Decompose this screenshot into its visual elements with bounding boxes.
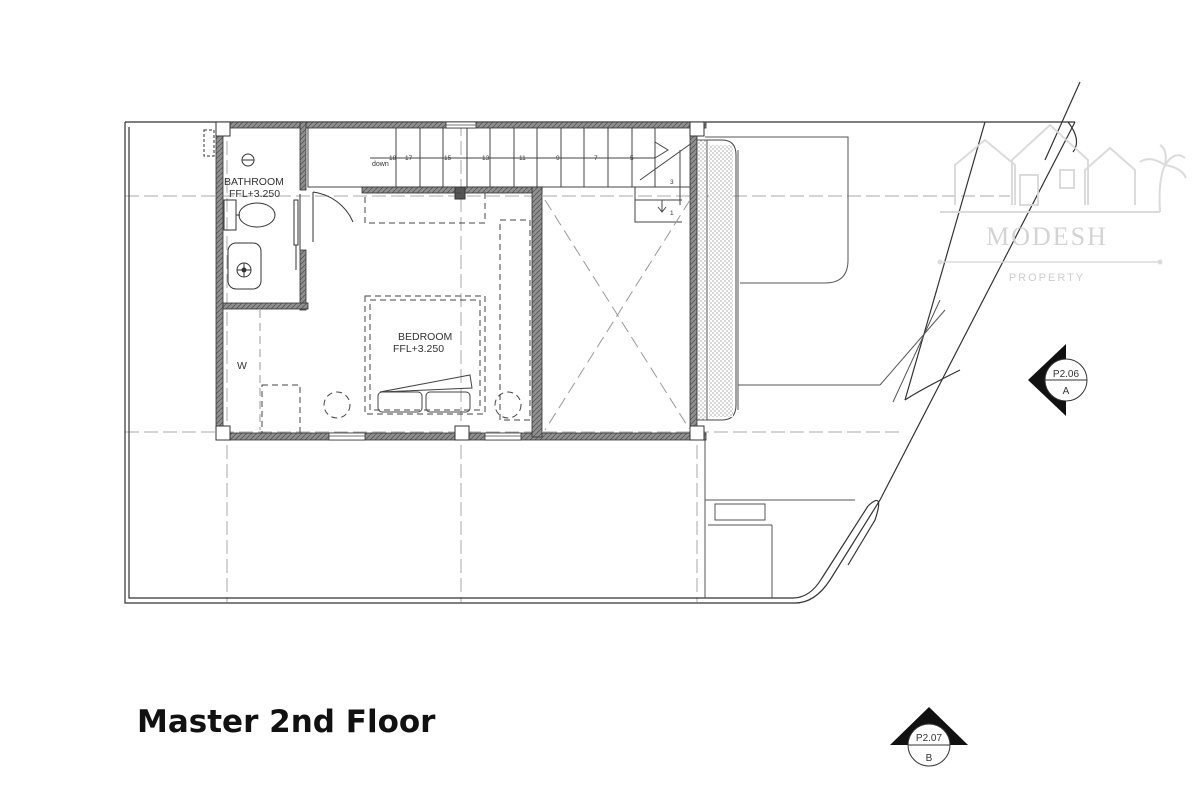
bathroom-fixtures [203, 129, 276, 290]
stair-step-18: 18 [389, 155, 397, 162]
stair-step-7: 7 [594, 155, 598, 162]
section-marker-p2-06: P2.06 A [1028, 344, 1088, 416]
watermark-tagline: PROPERTY [1009, 272, 1085, 284]
stair-step-17: 17 [405, 155, 413, 162]
stair [307, 126, 697, 223]
watermark-brand: MODESH [986, 222, 1108, 251]
stair-step-3: 3 [670, 179, 674, 186]
bedroom-level-label: FFL+3.250 [393, 343, 444, 355]
stair-direction-label: down [372, 161, 389, 168]
stair-step-15: 15 [444, 155, 452, 162]
stair-step-11: 11 [519, 155, 526, 162]
bedroom-furniture [261, 192, 531, 434]
room-labels: BATHROOM FFL+3.250 BEDROOM FFL+3.250 W [224, 176, 452, 372]
stair-step-13: 13 [482, 155, 490, 162]
drawing-title: Master 2nd Floor [137, 704, 436, 740]
stair-step-1: 1 [670, 210, 674, 217]
stair-step-numbers: 18 17 15 13 11 9 7 5 3 1 down [372, 155, 674, 217]
bathroom-label: BATHROOM [224, 176, 284, 188]
section-p2-06-ref: A [1063, 386, 1070, 397]
doors [293, 191, 354, 270]
void-open-below [544, 199, 691, 431]
columns [215, 121, 705, 441]
section-p2-06-sheet: P2.06 [1053, 369, 1080, 380]
bedroom-label: BEDROOM [398, 331, 452, 343]
watermark-logo: MODESH PROPERTY [937, 123, 1187, 284]
section-p2-07-sheet: P2.07 [916, 733, 943, 744]
planter [707, 139, 737, 421]
section-marker-p2-07: P2.07 B [890, 707, 968, 767]
lower-level-outline [704, 136, 946, 598]
stair-step-9: 9 [556, 155, 560, 162]
window-lines [329, 124, 521, 437]
slab-outline [124, 81, 1081, 604]
stair-step-5: 5 [630, 155, 634, 162]
houses-palm-logo-icon [940, 123, 1187, 213]
wardrobe-mark: W [237, 360, 247, 372]
bed-pillows [377, 374, 473, 413]
section-p2-07-ref: B [926, 753, 933, 764]
bathroom-level-label: FFL+3.250 [229, 188, 280, 200]
